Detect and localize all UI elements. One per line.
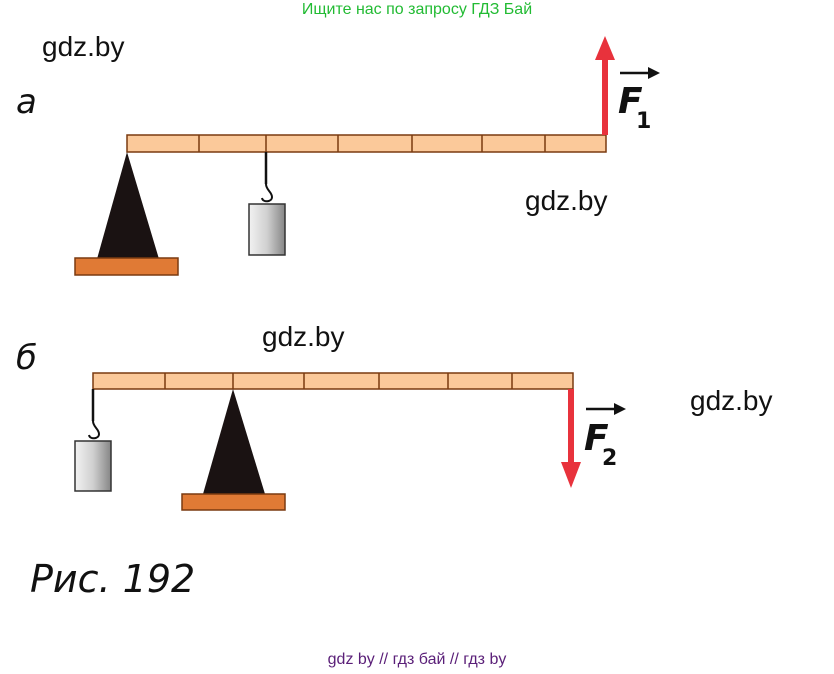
svg-text:2: 2 bbox=[602, 446, 617, 471]
part-b-label: б bbox=[16, 338, 37, 378]
beam-a bbox=[126, 134, 607, 153]
footer-links: gdz by // гдз бай // гдз by bbox=[327, 651, 507, 668]
force-arrow-f1 bbox=[595, 36, 615, 135]
base-a bbox=[74, 257, 179, 276]
figure-caption: Рис. 192 bbox=[30, 557, 195, 601]
watermark-3: gdz.by bbox=[262, 321, 345, 352]
watermark-1: gdz.by bbox=[42, 31, 125, 62]
watermark-4: gdz.by bbox=[690, 385, 773, 416]
watermark-2: gdz.by bbox=[525, 185, 608, 216]
svg-text:F: F bbox=[584, 418, 609, 459]
lever-b: F 2 bbox=[74, 372, 626, 511]
force-label-f2: F 2 bbox=[584, 403, 626, 471]
mass-a bbox=[248, 203, 286, 256]
top-banner: Ищите нас по запросу ГДЗ Бай bbox=[301, 1, 533, 18]
fulcrum-a bbox=[97, 152, 159, 259]
fulcrum-b bbox=[203, 389, 265, 494]
base-b bbox=[181, 493, 286, 511]
svg-text:F: F bbox=[618, 81, 643, 122]
force-label-f1: F 1 bbox=[618, 67, 660, 134]
svg-text:1: 1 bbox=[636, 109, 651, 134]
hook-a bbox=[261, 183, 274, 203]
beam-a-divisions bbox=[198, 135, 546, 152]
part-a-label: а bbox=[16, 82, 37, 122]
force-arrow-f2 bbox=[561, 389, 581, 488]
mass-b bbox=[74, 440, 112, 492]
beam-b-divisions bbox=[164, 373, 513, 389]
weight-a bbox=[248, 152, 286, 256]
beam-b bbox=[92, 372, 574, 390]
hook-b bbox=[88, 420, 101, 440]
lever-a: F 1 bbox=[74, 36, 660, 276]
weight-b bbox=[74, 389, 112, 492]
